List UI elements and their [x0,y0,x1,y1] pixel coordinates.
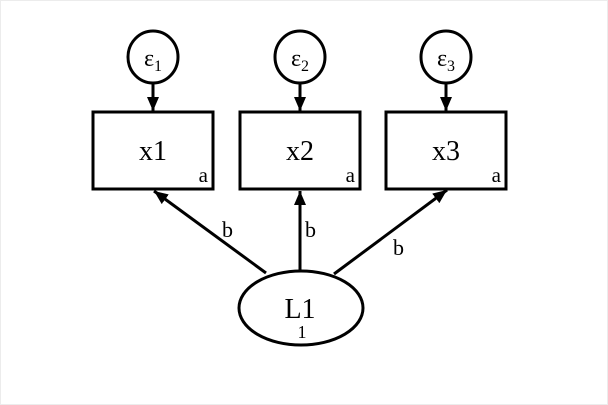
error-label-3: ε3 [437,46,455,75]
intercept-label-2: a [346,163,356,187]
intercept-label-3: a [492,163,502,187]
intercept-label-1: a [199,163,209,187]
loading-label-2: b [305,217,316,242]
observed-box-x2 [238,110,362,191]
observed-label-x1: x1 [139,136,167,167]
error-label-1: ε1 [144,46,162,75]
error-circle-2 [273,29,327,85]
loading-label-3: b [393,235,404,260]
epsilon-subscript: 3 [447,58,455,75]
error-label-2: ε2 [291,46,309,75]
latent-label: L1 [284,294,315,325]
error-circle-1 [126,29,180,85]
epsilon-symbol: ε [144,46,154,72]
loading-arrow-1 [153,189,267,275]
observed-label-x3: x3 [432,136,460,167]
observed-box-x3 [384,110,508,191]
epsilon-subscript: 1 [154,58,162,75]
latent-ellipse [237,269,365,347]
epsilon-subscript: 2 [301,58,309,75]
epsilon-symbol: ε [437,46,447,72]
epsilon-symbol: ε [291,46,301,72]
loading-label-1: b [222,217,233,242]
loading-arrow-3 [333,188,448,276]
latent-variance-label: 1 [298,322,307,342]
observed-box-x1 [91,110,215,191]
error-circle-3 [419,29,473,85]
observed-label-x2: x2 [286,136,314,167]
